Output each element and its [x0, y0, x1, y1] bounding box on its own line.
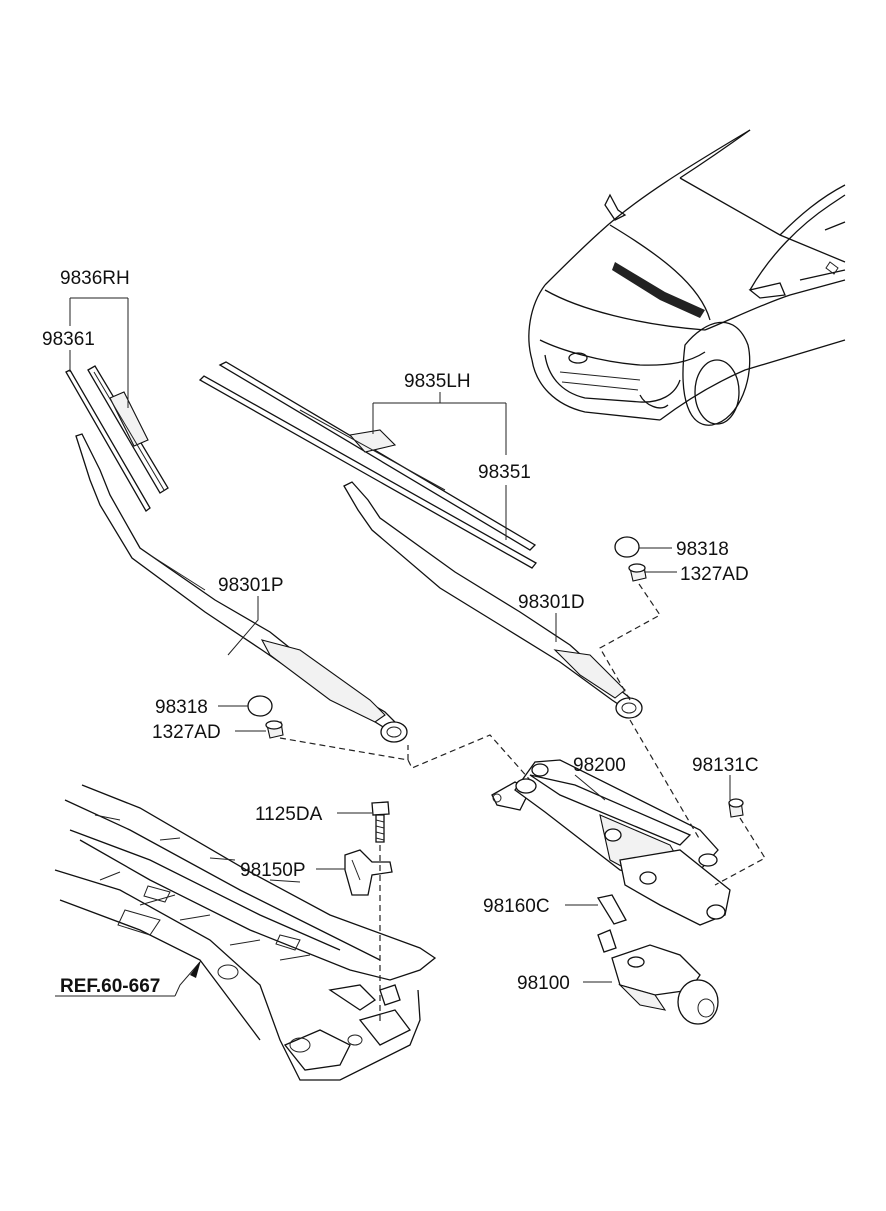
rh-wiper-blade — [65, 365, 169, 512]
label-98150p: 98150P — [240, 860, 306, 881]
bolt-1125da — [371, 801, 390, 843]
lh-wiper-arm — [343, 481, 643, 719]
label-1327ad-left: 1327AD — [152, 722, 221, 743]
cowl-panel — [54, 784, 437, 1081]
label-98200: 98200 — [573, 755, 626, 776]
rh-wiper-arm — [75, 433, 408, 743]
label-98301d: 98301D — [518, 592, 585, 613]
label-98100: 98100 — [517, 973, 570, 994]
reference-label: REF.60-667 — [60, 976, 160, 997]
label-98361: 98361 — [42, 329, 95, 350]
grommet-98160c — [596, 894, 627, 925]
vehicle-illustration — [528, 129, 846, 426]
leader-lines — [55, 297, 731, 997]
wiper-motor — [597, 929, 719, 1025]
bracket-98150p — [344, 849, 393, 896]
label-98160c: 98160C — [483, 896, 550, 917]
label-1327ad-right: 1327AD — [680, 564, 749, 585]
label-98351: 98351 — [478, 462, 531, 483]
label-98318-right: 98318 — [676, 539, 729, 560]
wiper-linkage — [491, 759, 731, 926]
part-labels: 9836RH 98361 9835LH 98351 98318 1327AD 9… — [42, 268, 759, 997]
mounting-guide-lines — [279, 583, 766, 1025]
label-1125da: 1125DA — [255, 804, 323, 825]
lh-wiper-blade — [198, 361, 537, 569]
label-9835lh: 9835LH — [404, 371, 471, 392]
label-98131c: 98131C — [692, 755, 759, 776]
label-98301p: 98301P — [218, 575, 284, 596]
label-9836rh: 9836RH — [60, 268, 130, 289]
label-98318-left: 98318 — [155, 697, 208, 718]
